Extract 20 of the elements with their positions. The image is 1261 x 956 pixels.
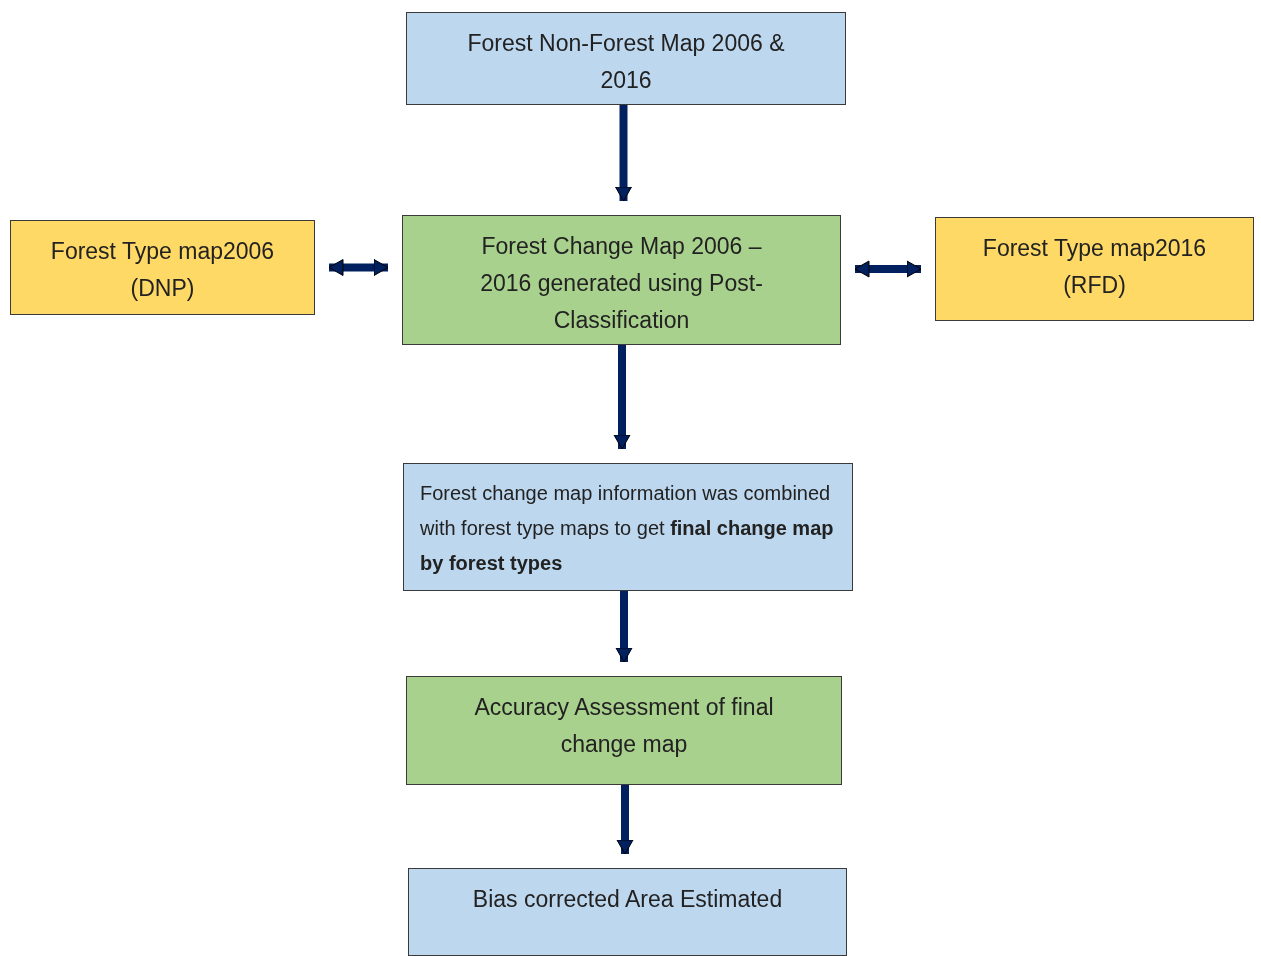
box-text: Forest change map information was combined with forest type maps to get final change map by forest types xyxy=(420,481,835,576)
box-text: Forest Type map2016 (RFD) xyxy=(981,234,1208,300)
process-box xyxy=(406,676,842,785)
process-box xyxy=(402,215,841,345)
arrow xyxy=(615,591,633,663)
arrow xyxy=(613,345,631,450)
process-box xyxy=(10,220,315,315)
box-text: Forest Non-Forest Map 2006 & 2016 xyxy=(466,29,786,95)
box-text: Bias corrected Area Estimated xyxy=(471,885,784,914)
box-text: Accuracy Assessment of final change map xyxy=(473,693,775,759)
process-box xyxy=(408,868,847,956)
process-box xyxy=(406,12,846,105)
process-box xyxy=(403,463,853,591)
box-text: Forest Type map2006 (DNP) xyxy=(49,237,276,303)
arrow xyxy=(615,105,632,202)
arrow xyxy=(616,785,634,855)
arrow xyxy=(328,259,389,276)
box-text: Forest Change Map 2006 – 2016 generated using Post-Classification xyxy=(479,232,764,335)
arrow xyxy=(854,260,922,278)
process-box xyxy=(935,217,1254,321)
